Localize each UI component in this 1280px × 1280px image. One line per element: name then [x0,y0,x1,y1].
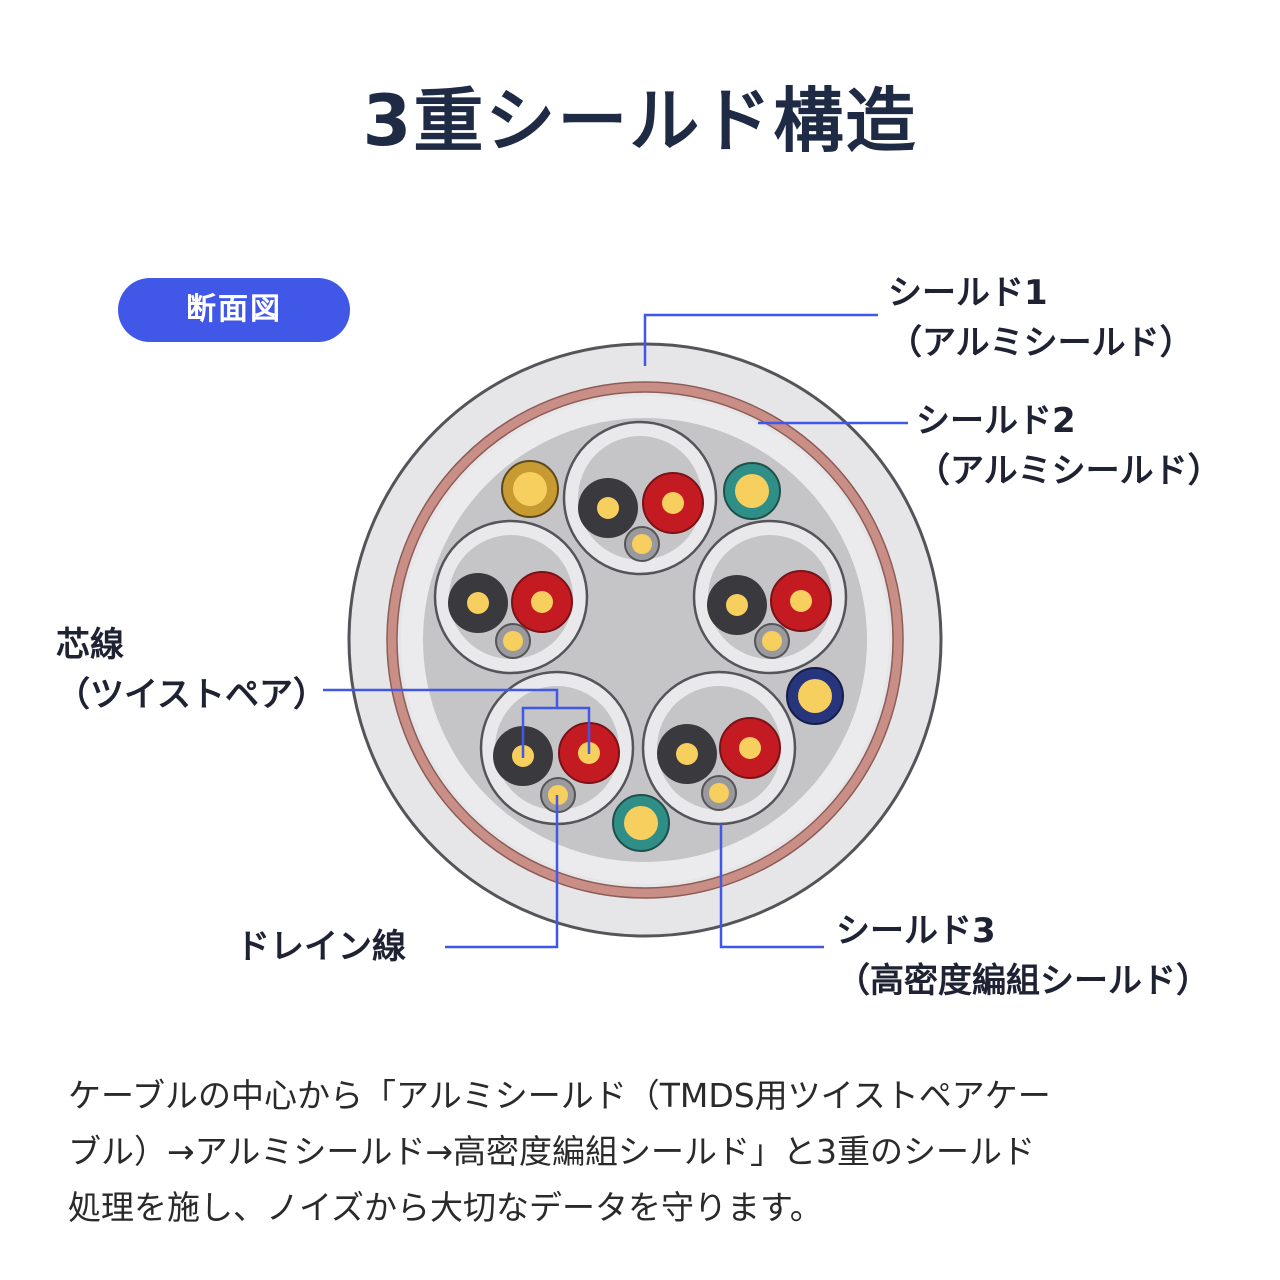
filler-cord-gold [501,460,559,518]
description-line-2: ブル）→アルミシールド→高密度編組シールド」と3重のシールド [68,1132,1035,1171]
label-shield1-line1: シールド1 [888,273,1048,313]
label-core: 芯線 （ツイストペア） [56,620,327,720]
shield-2-ring-edge [386,381,904,899]
twisted-pair-unit-right [692,519,848,675]
label-drain-line1: ドレイン線 [236,927,406,967]
filler-cord-navy [786,667,844,725]
label-drain: ドレイン線 [236,922,406,972]
label-shield3-line2: （高密度編組シールド） [836,961,1210,1001]
label-core-line1: 芯線 [56,625,124,665]
cross-section-badge: 断面図 [118,278,350,342]
description-line-3: 処理を施し、ノイズから大切なデータを守ります。 [68,1188,823,1227]
label-shield1: シールド1 （アルミシールド） [888,268,1194,368]
leader-line-core-branch [557,706,591,754]
twisted-pair-unit-left [433,519,589,675]
leader-line-drain [445,795,559,949]
leader-line-shield1 [643,313,878,366]
label-shield2: シールド2 （アルミシールド） [916,396,1222,496]
page-title: 3重シールド構造 [362,80,918,162]
description-line-1: ケーブルの中心から「アルミシールド（TMDS用ツイストペアケー [68,1076,1051,1115]
label-shield2-line1: シールド2 [916,401,1076,441]
label-shield2-line2: （アルミシールド） [916,451,1222,491]
label-core-line2: （ツイストペア） [56,675,327,715]
filler-cord-teal-top [723,462,781,520]
twisted-pair-unit-top [562,420,718,576]
label-shield3-line1: シールド3 [836,911,996,951]
shield-2-ring [387,382,903,898]
filler-cord-teal-bottom [612,794,670,852]
label-shield3: シールド3 （高密度編組シールド） [836,906,1210,1006]
shield-2-ring-edge-inner [396,391,894,889]
leader-line-shield3 [719,824,824,949]
twisted-pair-unit-bottom-right [641,670,797,826]
description: ケーブルの中心から「アルミシールド（TMDS用ツイストペアケー ブル）→アルミシ… [68,1068,1228,1236]
label-shield1-line2: （アルミシールド） [888,323,1194,363]
